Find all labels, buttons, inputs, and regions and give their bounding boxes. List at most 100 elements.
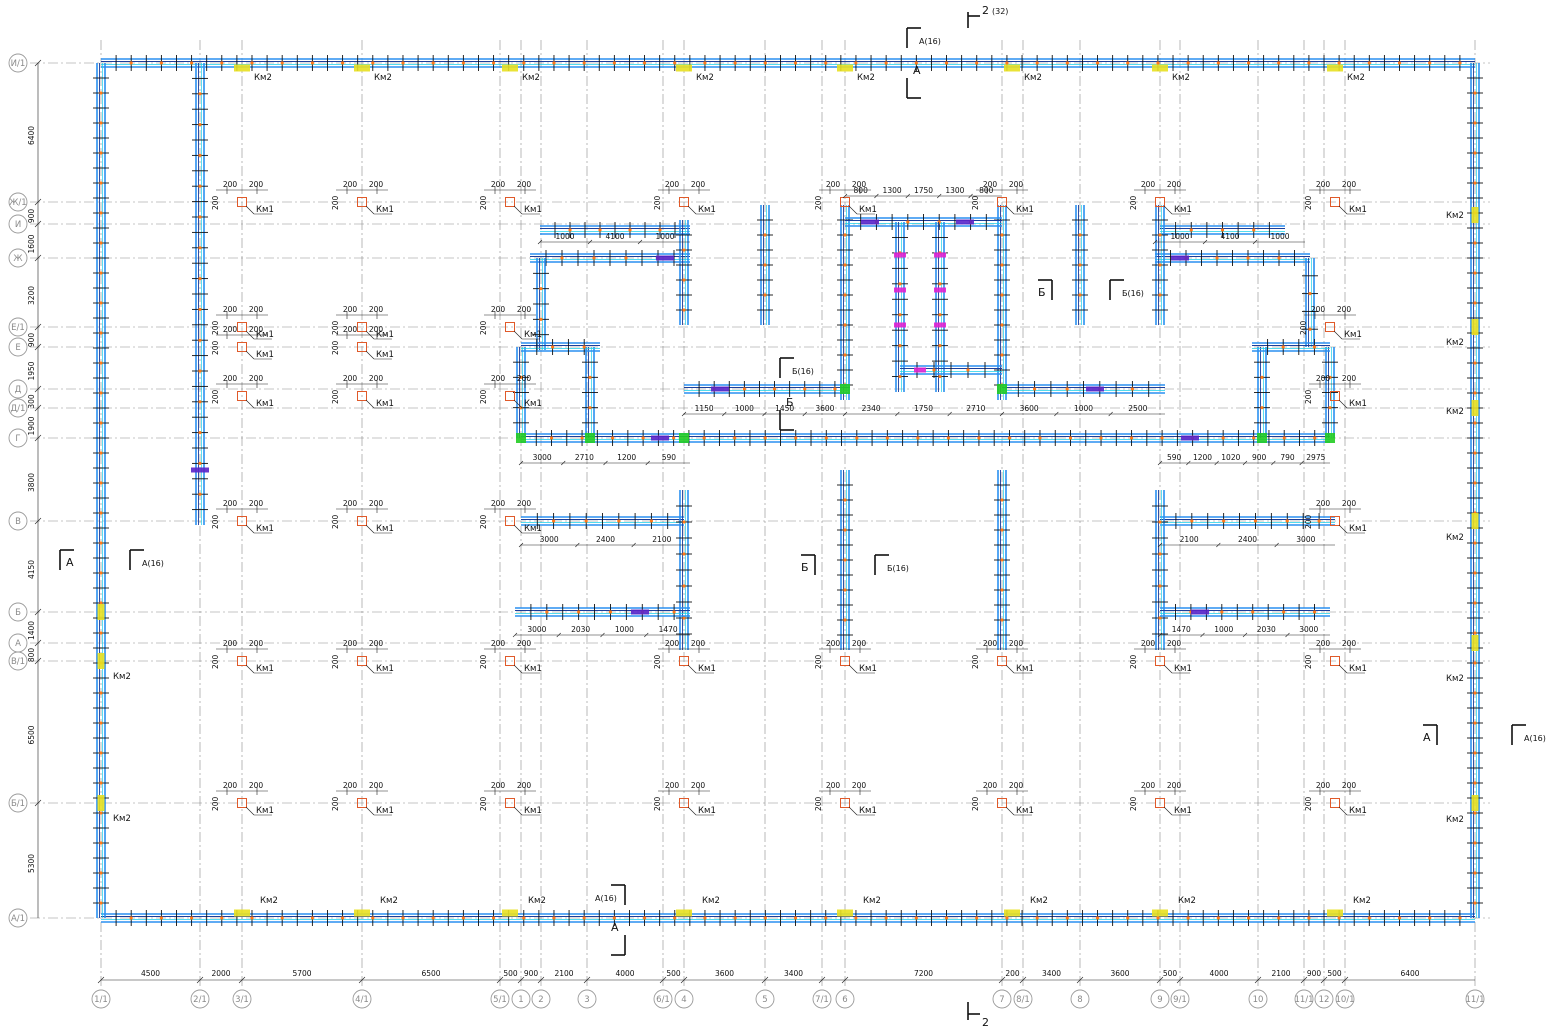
beam-row-zh-right	[1155, 250, 1310, 266]
anchor-bolt	[1130, 387, 1134, 391]
km2-plate	[1327, 909, 1343, 917]
anchor-bolt	[682, 552, 686, 556]
dim-value: 200	[211, 654, 220, 669]
dimension-tick	[587, 239, 593, 245]
dim-value: 200	[331, 340, 340, 355]
anchor-bolt	[99, 151, 103, 155]
column-square	[357, 342, 367, 352]
km2-plate	[1004, 64, 1020, 72]
grid-bubble-icon: Е	[8, 337, 28, 357]
anchor-bolt	[99, 211, 103, 215]
dimension-tick	[97, 976, 105, 984]
stiffener-plate-purple	[1191, 609, 1209, 615]
inner-dimension-value: 1300	[945, 186, 964, 195]
anchor-bolt	[794, 436, 798, 440]
dim-value: 200	[1009, 781, 1024, 790]
dim-value: 200	[479, 796, 488, 811]
anchor-bolt	[1158, 552, 1162, 556]
leader-line	[513, 806, 523, 816]
beam-perimeter-bottom	[101, 910, 1475, 926]
anchor-bolt	[1337, 916, 1341, 920]
dimension-tick	[968, 193, 973, 199]
dim-value: 200	[1311, 305, 1326, 314]
section-letter: А	[66, 556, 74, 569]
column-square	[237, 656, 247, 666]
beam-col-5-upper	[757, 205, 773, 325]
anchor-bolt	[1458, 61, 1462, 65]
km2-plate	[837, 909, 853, 917]
anchor-bolt	[1000, 588, 1004, 592]
grid-bubble-icon: 1	[511, 989, 531, 1009]
anchor-bolt	[1158, 233, 1162, 237]
dimension-value: 6500	[27, 725, 36, 744]
km2-plate	[676, 909, 692, 917]
beam-interior-2-1	[192, 63, 208, 525]
section-reference: Б(16)	[887, 564, 909, 573]
anchor-bolt	[763, 233, 767, 237]
dim-value: 200	[491, 180, 506, 189]
anchor-bolt	[1000, 528, 1004, 532]
grid-bubble-circle	[1335, 989, 1355, 1009]
anchor-bolt	[1220, 228, 1225, 232]
section-letter: Б	[801, 561, 809, 574]
anchor-bolt	[843, 528, 847, 532]
km1-label: Км1	[698, 205, 716, 215]
anchor-bolt	[938, 374, 942, 379]
dimension-tick	[1157, 542, 1163, 548]
anchor-bolt	[733, 61, 737, 65]
joint-plate-green	[516, 433, 526, 443]
anchor-bolt	[1473, 271, 1477, 275]
section-cut-icon: Б	[1038, 279, 1053, 300]
anchor-bolt	[612, 916, 616, 920]
dim-value: 200	[331, 654, 340, 669]
dim-value: 200	[852, 781, 867, 790]
km1-label: Км1	[524, 399, 542, 409]
anchor-bolt	[1038, 436, 1042, 440]
anchor-bolt	[198, 123, 202, 127]
dim-value: 200	[343, 374, 358, 383]
stiffener-plate-magenta	[894, 252, 906, 258]
anchor-bolt	[1473, 781, 1477, 785]
grid-axis-label: Ж/1	[9, 198, 26, 208]
anchor-bolt	[549, 436, 554, 440]
km1-label: Км1	[524, 664, 542, 674]
dim-value: 200	[1009, 639, 1024, 648]
dimension-value: 3400	[784, 969, 803, 978]
km2-label: Км2	[113, 814, 131, 824]
anchor-bolt	[401, 916, 405, 920]
km1-label: Км1	[524, 205, 542, 215]
grid-bubble-icon: 6/1	[653, 989, 673, 1009]
dim-value: 200	[343, 325, 358, 334]
dimension-value: 900	[524, 969, 539, 978]
dimension-value: 3600	[1110, 969, 1129, 978]
dim-value: 200	[1342, 180, 1357, 189]
dimension-value: 500	[1163, 969, 1178, 978]
km1-label: Км1	[1344, 330, 1362, 340]
anchor-bolt	[1156, 61, 1160, 65]
section-cut-icon: А(16)	[595, 884, 626, 905]
inner-dimension-value: 2340	[862, 404, 881, 413]
dim-value: 200	[249, 499, 264, 508]
anchor-bolt	[198, 215, 202, 219]
dimension-tick	[34, 799, 42, 807]
dim-value: 200	[1167, 180, 1182, 189]
km2-plate	[354, 909, 370, 917]
dimension-tick	[645, 460, 650, 466]
anchor-bolt	[1035, 916, 1039, 920]
anchor-bolt	[1313, 436, 1317, 440]
km1-label: Км1	[1349, 806, 1367, 816]
dim-value: 200	[1009, 180, 1024, 189]
anchor-bolt	[977, 436, 981, 440]
dimension-value: 1600	[27, 234, 36, 253]
beam-col-9-lower	[1152, 490, 1168, 650]
anchor-bolt	[1473, 541, 1477, 545]
anchor-bolt	[1095, 916, 1100, 920]
dimension-tick	[1108, 411, 1113, 417]
anchor-bolt	[975, 916, 979, 920]
section-cut-icon: А	[611, 921, 626, 956]
anchor-bolt	[431, 61, 435, 65]
grid-bubble-circle	[8, 317, 28, 337]
